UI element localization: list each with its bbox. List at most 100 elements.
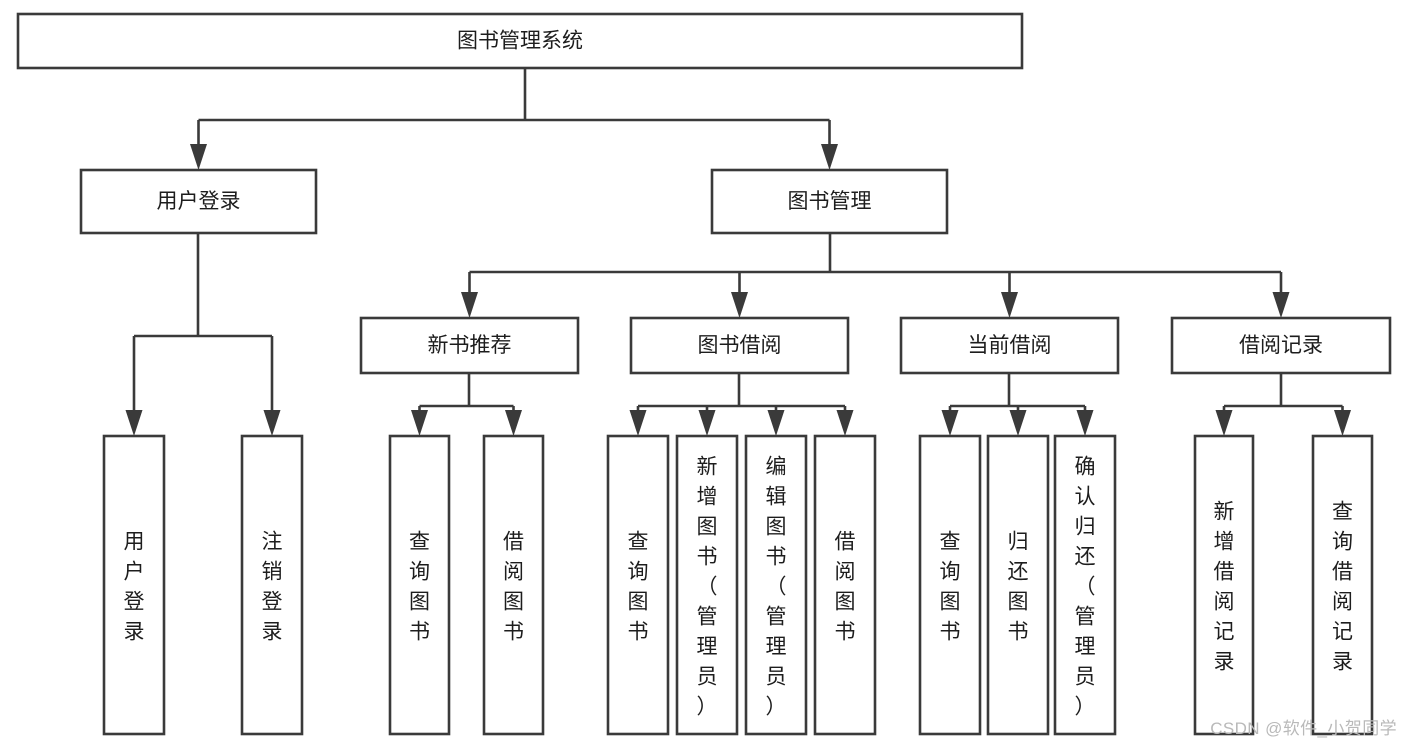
- node-label-char: 书: [766, 545, 787, 568]
- node-box[interactable]: [1311, 434, 1374, 736]
- arrow-head-icon: [821, 144, 838, 170]
- node-label-char: 录: [124, 620, 145, 643]
- node-box[interactable]: [918, 434, 982, 736]
- node-label-char: 增: [1214, 530, 1235, 553]
- node-label-char: 理: [697, 635, 718, 658]
- arrow-head-icon: [1272, 292, 1290, 318]
- node-box[interactable]: [102, 434, 166, 736]
- node-label: 图书借阅: [698, 334, 782, 357]
- node-box[interactable]: [986, 434, 1050, 736]
- node-label-char: （: [697, 575, 718, 598]
- node-label-char: 用: [124, 530, 145, 553]
- node-new-book-rec[interactable]: 新书推荐: [359, 316, 580, 375]
- node-box[interactable]: [606, 434, 670, 736]
- node-root[interactable]: 图书管理系统: [16, 12, 1024, 70]
- node-label: 借阅记录: [1239, 334, 1323, 357]
- node-label-char: 阅: [1332, 590, 1353, 613]
- node-label-char: 还: [1008, 560, 1029, 583]
- node-label-char: 阅: [835, 560, 856, 583]
- node-box[interactable]: [240, 434, 304, 736]
- node-label-char: 查: [940, 530, 961, 553]
- node-label-char: 户: [124, 560, 145, 583]
- node-label-char: 记: [1214, 620, 1235, 643]
- node-box[interactable]: [744, 434, 808, 736]
- node-label-char: （: [766, 575, 787, 598]
- node-user-login[interactable]: 用户登录: [79, 168, 318, 235]
- node-label-char: 询: [628, 560, 649, 583]
- node-label-char: 管: [1075, 605, 1096, 628]
- node-label-char: 借: [1214, 560, 1235, 583]
- node-label-char: 图: [628, 590, 649, 613]
- node-label-char: 理: [1075, 635, 1096, 658]
- connector-current-borrow: [941, 373, 1094, 436]
- node-label-char: 认: [1075, 485, 1096, 508]
- connector-book-borrow: [629, 373, 854, 436]
- node-label-char: 图: [503, 590, 524, 613]
- node-label-char: 查: [409, 530, 430, 553]
- node-label-char: 记: [1332, 620, 1353, 643]
- node-current-borrow[interactable]: 当前借阅: [899, 316, 1120, 375]
- node-label-char: 借: [503, 530, 524, 553]
- node-box[interactable]: [1193, 434, 1255, 736]
- node-label-char: 书: [409, 620, 430, 643]
- node-label-char: 询: [409, 560, 430, 583]
- node-label-char: 图: [835, 590, 856, 613]
- connector-book-manage: [461, 233, 1290, 318]
- arrow-head-icon: [767, 410, 785, 436]
- node-book-manage[interactable]: 图书管理: [710, 168, 949, 235]
- connector-borrow-record: [1215, 373, 1351, 436]
- node-label-char: 员: [766, 665, 787, 688]
- node-label: 新书推荐: [428, 334, 512, 357]
- node-box[interactable]: [899, 316, 1120, 375]
- node-label-char: 归: [1075, 515, 1096, 538]
- arrow-head-icon: [1076, 410, 1094, 436]
- node-label-char: 登: [124, 590, 145, 613]
- arrow-head-icon: [941, 410, 959, 436]
- node-label-char: 询: [940, 560, 961, 583]
- node-label-char: 管: [766, 605, 787, 628]
- node-box[interactable]: [675, 434, 739, 736]
- node-label-char: 书: [628, 620, 649, 643]
- arrow-head-icon: [1215, 410, 1233, 436]
- node-label-char: 销: [262, 560, 283, 583]
- node-box[interactable]: [482, 434, 545, 736]
- node-box[interactable]: [629, 316, 850, 375]
- node-box[interactable]: [79, 168, 318, 235]
- node-leaf-user-login[interactable]: 用户登录: [102, 434, 166, 736]
- node-label-char: 图: [1008, 590, 1029, 613]
- node-label-char: 录: [262, 620, 283, 643]
- node-layer: 图书管理系统用户登录图书管理新书推荐图书借阅当前借阅借阅记录用户登录注销登录查询…: [16, 12, 1392, 736]
- arrow-head-icon: [836, 410, 854, 436]
- node-box[interactable]: [359, 316, 580, 375]
- node-label: 图书管理: [788, 190, 872, 213]
- node-label-char: 员: [697, 665, 718, 688]
- node-label-char: ）: [1075, 695, 1096, 718]
- node-box[interactable]: [710, 168, 949, 235]
- node-label-char: 新: [1214, 500, 1235, 523]
- node-book-borrow[interactable]: 图书借阅: [629, 316, 850, 375]
- node-borrow-record[interactable]: 借阅记录: [1170, 316, 1392, 375]
- node-label-char: 新: [697, 455, 718, 478]
- node-box[interactable]: [1170, 316, 1392, 375]
- node-label: 图书管理系统: [457, 30, 583, 53]
- node-label-char: 确: [1075, 455, 1096, 478]
- node-label-char: 查: [628, 530, 649, 553]
- node-box[interactable]: [1053, 434, 1117, 736]
- arrow-head-icon: [629, 410, 647, 436]
- node-box[interactable]: [813, 434, 877, 736]
- node-box[interactable]: [388, 434, 451, 736]
- node-box[interactable]: [16, 12, 1024, 70]
